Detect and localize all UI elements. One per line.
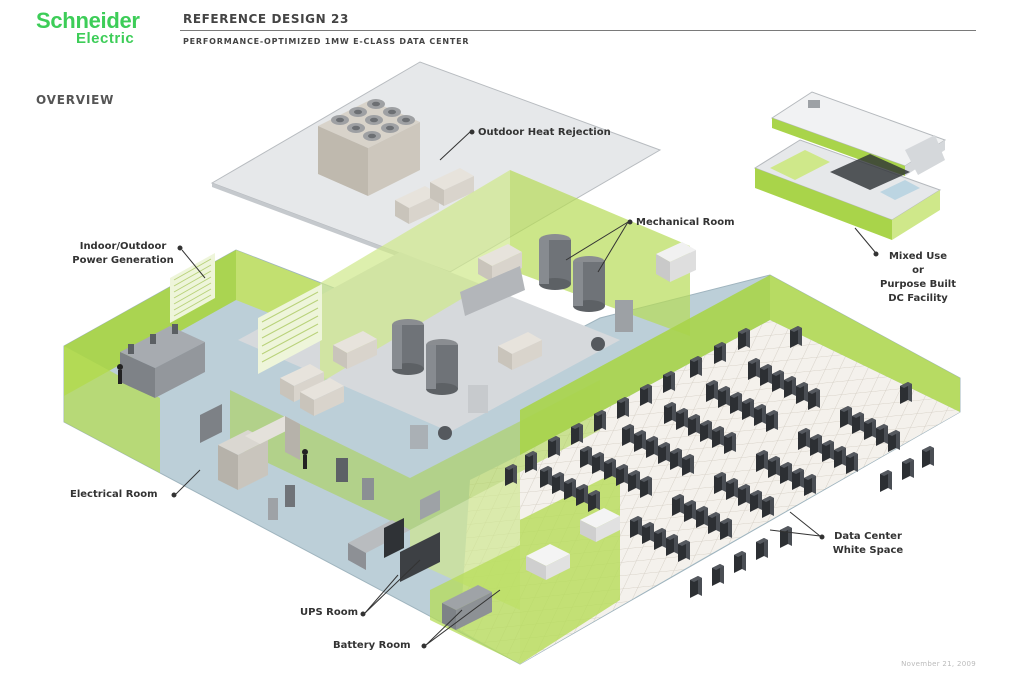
label-mixed-use-line-4: DC Facility [888,293,948,304]
label-data-center-line-1: Data Center [834,531,902,542]
mixed-use-facility-inset [753,91,947,240]
header-divider [180,30,976,31]
label-ups-room: UPS Room [300,607,358,618]
label-mixed-use-line-3: Purpose Built [879,279,956,290]
label-mixed-use-line-2: or [912,265,924,276]
label-power-generation-line-1: Indoor/Outdoor [79,241,167,252]
logo-line-1: Schneider [36,8,140,33]
label-mixed-use-line-1: Mixed Use [888,251,948,262]
label-data-center-white-space: Data Center White Space [818,530,918,558]
generators [120,324,205,398]
schneider-electric-logo: Schneider Electric [36,8,140,47]
logo-line-2: Electric [76,30,135,47]
mechanical-equipment [280,234,696,449]
page-title: REFERENCE DESIGN 23 [183,12,349,26]
electrical-equipment [117,364,374,520]
label-mixed-use-facility: Mixed Use or Purpose Built DC Facility [868,250,968,306]
page-subtitle: PERFORMANCE-OPTIMIZED 1MW E-CLASS DATA C… [183,37,470,46]
label-power-generation-line-2: Power Generation [72,255,174,266]
label-power-generation: Indoor/Outdoor Power Generation [70,240,176,268]
label-electrical-room: Electrical Room [70,489,158,500]
label-outdoor-heat-rejection: Outdoor Heat Rejection [478,127,611,138]
label-mechanical-room: Mechanical Room [636,217,735,228]
label-battery-room: Battery Room [333,640,411,651]
label-data-center-line-2: White Space [832,545,904,556]
room-walls [64,170,960,664]
footer-date: November 21, 2009 [901,660,976,668]
section-label: OVERVIEW [36,93,115,107]
callout-leaders [171,129,879,649]
